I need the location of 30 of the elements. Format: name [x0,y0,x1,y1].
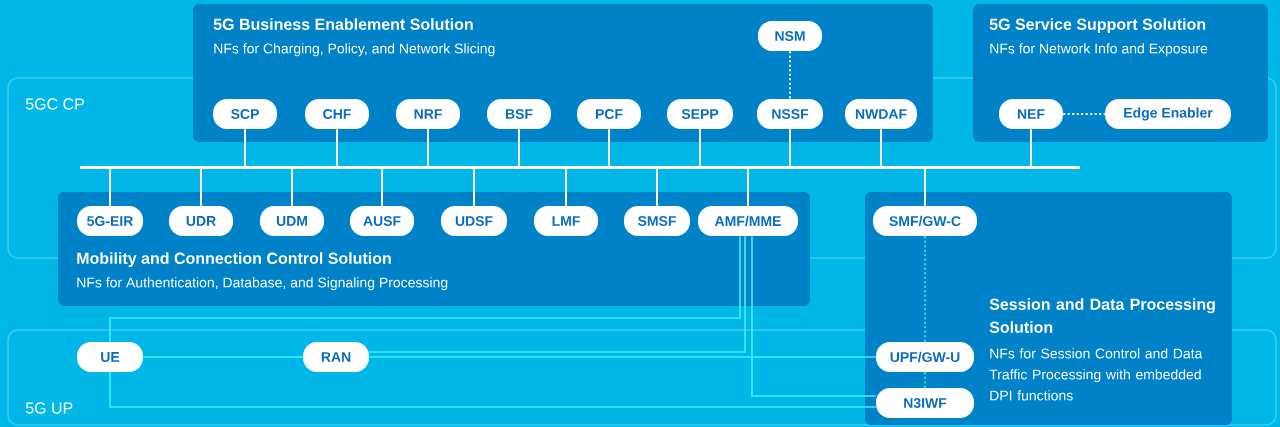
connector-line [747,168,749,207]
connector-line [608,128,610,167]
connector-line [656,168,658,207]
connector-line [924,235,926,343]
connector-line [473,168,475,207]
connector-line [381,168,383,207]
connector-line [1030,128,1032,167]
bus-line [80,166,1080,169]
connector-line [880,128,882,167]
connector-line [336,128,338,167]
connector-line [789,128,791,167]
connector-line [924,168,926,207]
connector-line [142,356,304,358]
connector-line [699,128,701,167]
connector-line [109,371,877,408]
connector-line [427,128,429,167]
connector-line [109,235,741,343]
connector-line [368,235,746,353]
connector-line [244,128,246,167]
connector-line [368,356,877,358]
connector-line [789,50,791,100]
connector-line [291,168,293,207]
connector-line [565,168,567,207]
connector-line [1062,113,1106,115]
connector-line [200,168,202,207]
connector-line [109,168,111,207]
connector-line [751,235,877,397]
function-pill: NSM [758,21,822,51]
connector-line [924,371,926,389]
connector-line [518,128,520,167]
